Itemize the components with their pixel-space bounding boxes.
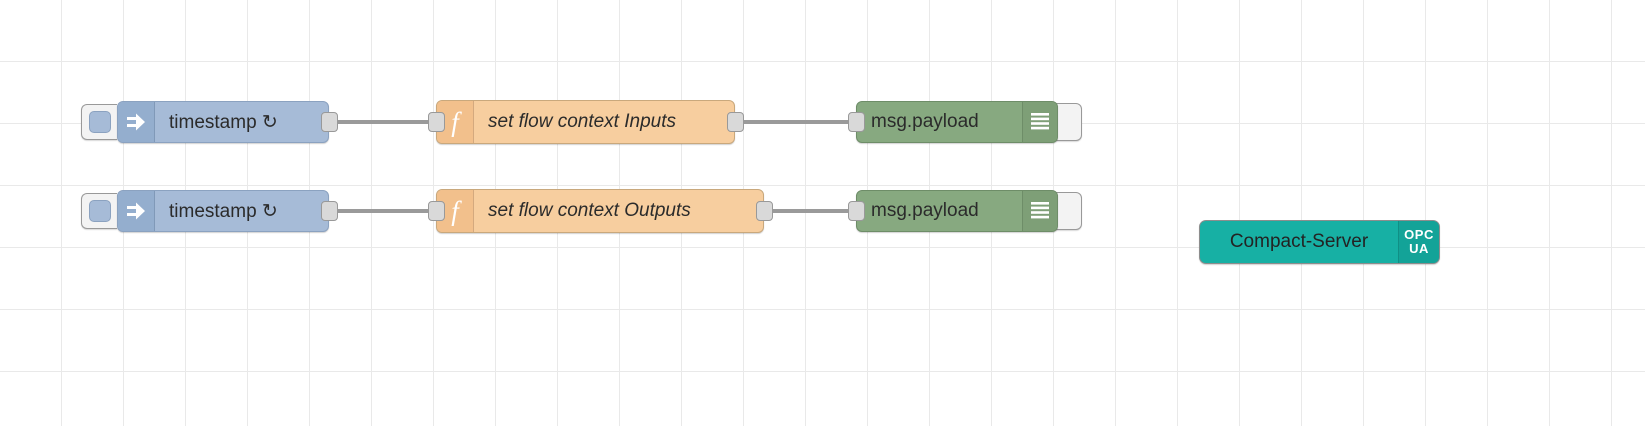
debug-node-row1[interactable]: msg.payload [856, 101, 1058, 143]
debug-node-label-row1: msg.payload [871, 111, 979, 132]
function-output-port-row2[interactable] [756, 201, 773, 221]
svg-text:f: f [451, 107, 462, 137]
function-node-label-row1: set flow context Inputs [488, 111, 676, 132]
svg-text:f: f [451, 196, 462, 226]
inject-node-row1[interactable]: timestamp ↻ [117, 101, 329, 143]
function-input-port-row2[interactable] [428, 201, 445, 221]
wire-function-to-debug-row1[interactable] [742, 120, 855, 124]
opcua-badge-line1: OPC [1404, 227, 1434, 242]
inject-trigger-button-row2[interactable] [81, 193, 117, 229]
inject-arrow-icon [118, 102, 155, 142]
inject-trigger-button-inner [88, 200, 111, 222]
inject-trigger-button-row1[interactable] [81, 104, 117, 140]
debug-node-label-row2: msg.payload [871, 200, 979, 221]
debug-lines-icon [1022, 102, 1057, 142]
function-input-port-row1[interactable] [428, 112, 445, 132]
inject-node-label-row2: timestamp ↻ [169, 200, 278, 222]
inject-output-port-row1[interactable] [321, 112, 338, 132]
wire-function-to-debug-row2[interactable] [771, 209, 855, 213]
function-node-row2[interactable]: f set flow context Outputs [436, 189, 764, 233]
debug-input-port-row1[interactable] [848, 112, 865, 132]
function-node-row1[interactable]: f set flow context Inputs [436, 100, 735, 144]
inject-output-port-row2[interactable] [321, 201, 338, 221]
function-output-port-row1[interactable] [727, 112, 744, 132]
inject-node-label-row1: timestamp ↻ [169, 111, 278, 133]
opcua-badge-line2: UA [1409, 241, 1429, 256]
debug-node-row2[interactable]: msg.payload [856, 190, 1058, 232]
wire-inject-to-function-row1[interactable] [336, 120, 432, 124]
wire-inject-to-function-row2[interactable] [336, 209, 432, 213]
opcua-compact-server-node[interactable]: Compact-Server OPC UA [1199, 220, 1440, 264]
opcua-badge-icon: OPC UA [1398, 221, 1439, 263]
inject-node-row2[interactable]: timestamp ↻ [117, 190, 329, 232]
debug-lines-icon [1022, 191, 1057, 231]
function-f-icon: f [437, 190, 474, 232]
inject-trigger-button-inner [88, 111, 111, 133]
inject-arrow-icon [118, 191, 155, 231]
function-node-label-row2: set flow context Outputs [488, 200, 691, 221]
opcua-compact-server-label: Compact-Server [1229, 231, 1369, 252]
debug-input-port-row2[interactable] [848, 201, 865, 221]
